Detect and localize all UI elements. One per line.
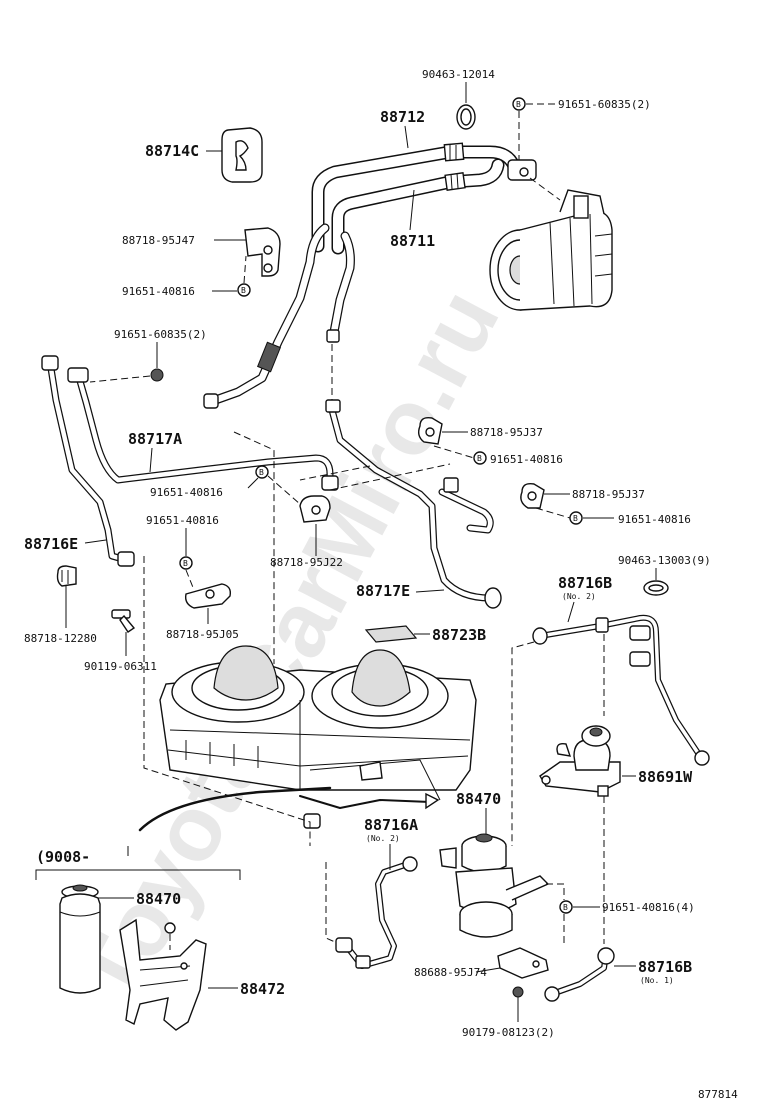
svg-text:B: B [477,454,482,463]
hose-88712[interactable] [311,142,521,253]
clamp-88718-95J22[interactable] [299,495,331,523]
bolt-91651-60835-top[interactable]: B [512,97,526,111]
svg-text:B: B [573,514,578,523]
bracket-88688-95J74[interactable] [497,947,549,979]
pipe-88716A-no2[interactable] [335,856,418,969]
label-88718-12280: 88718-12280 [24,632,97,645]
label-88718-95J37-a: 88718-95J37 [470,426,543,439]
label-88716E: 88716E [24,535,78,553]
svg-text:B: B [241,286,246,295]
clamp-88718-95J37-a[interactable] [417,416,443,445]
label-88470-mid: 88470 [456,790,501,808]
bracket-88472[interactable] [119,918,207,1031]
bolt-91651-40816-e[interactable]: B [179,556,193,570]
svg-text:B: B [563,903,568,912]
compressor-fitting[interactable] [507,159,537,181]
label-88716B-top-no: (No. 2) [562,592,596,601]
label-91651-40816-c: 91651-40816 [490,453,563,466]
label-88717E: 88717E [356,582,410,600]
label-88691W: 88691W [638,768,693,786]
svg-text:B: B [183,559,188,568]
clamp-90463-13003[interactable] [643,580,669,596]
label-91651-60835-left: 91651-60835(2) [114,328,207,341]
pipe-88717E[interactable] [325,399,502,609]
grommet-88714C[interactable] [221,127,263,183]
clamp-90463-12014[interactable] [456,104,476,130]
label-88470-left: 88470 [136,890,181,908]
label-88716A: 88716A [364,816,418,834]
vacuum-tank-88470-left[interactable] [59,884,101,994]
label-91651-40816-a: 91651-40816 [122,285,195,298]
clamp-88718-95J37-b[interactable] [520,482,545,509]
svg-text:B: B [259,468,264,477]
label-90119-06311: 90119-06311 [84,660,157,673]
pipe-88717A[interactable] [67,367,339,491]
label-88716B-top: 88716B [558,574,612,592]
clamp-88718-12280[interactable] [56,565,77,587]
label-90179-08123: 90179-08123(2) [462,1026,555,1039]
label-88716A-no: (No. 2) [366,834,400,843]
blower-housing-unit[interactable] [159,645,477,801]
label-91651-40816-e: 91651-40816 [146,514,219,527]
pipe-88716B-no1[interactable] [544,947,615,1002]
bolt-91651-60835-left[interactable] [150,368,164,382]
label-88718-95J47: 88718-95J47 [122,234,195,247]
label-9008: (9008- [36,848,90,866]
label-88718-95J22: 88718-95J22 [270,556,343,569]
label-88711: 88711 [390,232,435,250]
label-91651-40816-4: 91651-40816(4) [602,901,695,914]
bolt-91651-40816-a[interactable]: B [237,283,251,297]
hose-flex-section[interactable] [203,223,355,409]
diagram-id: 877814 [698,1088,738,1101]
pipe-88716B-no2[interactable] [532,614,710,766]
label-91651-40816-b: 91651-40816 [150,486,223,499]
bolt-91651-40816-4[interactable]: B [559,900,573,914]
label-91651-60835-top: 91651-60835(2) [558,98,651,111]
label-88718-95J05: 88718-95J05 [166,628,239,641]
label-88723B: 88723B [432,626,486,644]
hose-88711[interactable] [331,158,505,255]
screw-90179-08123[interactable] [512,986,524,1006]
label-88472: 88472 [240,980,285,998]
clamp-88718-95J05[interactable] [184,583,232,609]
label-88716B-bottom-no: (No. 1) [640,976,674,985]
bolt-91651-40816-b[interactable]: B [255,465,269,479]
bolt-91651-40816-c[interactable]: B [473,451,487,465]
pipe-88716E[interactable] [41,355,135,567]
label-88714C: 88714C [145,142,199,160]
label-88717A: 88717A [128,430,182,448]
label-88716B-bottom: 88716B [638,958,692,976]
label-88688-95J74: 88688-95J74 [414,966,487,979]
label-91651-40816-d: 91651-40816 [618,513,691,526]
screw-90119-06311[interactable] [111,609,136,633]
watermark: Toyota-CarMiro.ru [58,273,519,1019]
vacuum-tank-88470-mid[interactable] [439,833,550,938]
svg-text:B: B [516,100,521,109]
vsv-88691W[interactable] [539,725,621,797]
label-sheet-88723B[interactable] [364,625,418,643]
clamp-88718-95J47[interactable] [244,227,281,277]
bolt-91651-40816-d[interactable]: B [569,511,583,525]
ac-compressor[interactable] [489,189,613,311]
label-88718-95J37-b: 88718-95J37 [572,488,645,501]
label-90463-12014: 90463-12014 [422,68,495,81]
label-88712: 88712 [380,108,425,126]
label-90463-13003: 90463-13003(9) [618,554,711,567]
